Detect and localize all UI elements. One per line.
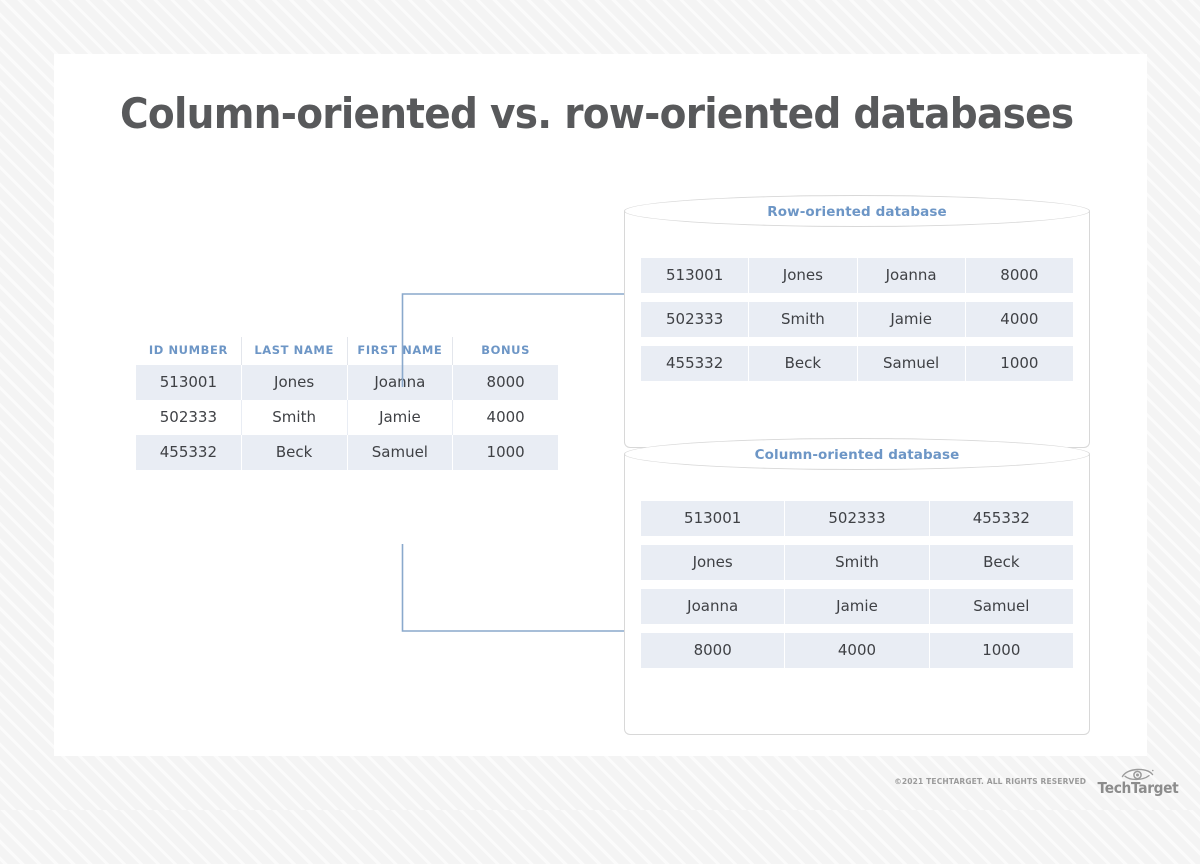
table-cell: 8000 (641, 633, 786, 668)
table-row: Joanna Jamie Samuel (641, 589, 1073, 624)
column-header-bonus: BONUS (481, 343, 531, 357)
source-table: ID NUMBER LAST NAME FIRST NAME BONUS 513… (136, 337, 558, 470)
cylinder-top-ellipse (624, 195, 1090, 227)
column-header-id-number: ID NUMBER (136, 337, 242, 365)
table-cell: Joanna (858, 258, 966, 293)
techtarget-logo: TechTarget (1094, 766, 1182, 796)
table-cell: Joanna (641, 589, 786, 624)
table-cell: 502333 (785, 501, 930, 536)
table-cell: 455332 (972, 509, 1030, 527)
table-cell: Jamie (858, 302, 966, 337)
techtarget-wordmark: TechTarget (1097, 779, 1179, 797)
table-row: 513001 502333 455332 (641, 501, 1073, 536)
source-table-header-row: ID NUMBER LAST NAME FIRST NAME BONUS (136, 337, 558, 365)
table-cell: 1000 (1000, 354, 1039, 372)
table-cell: 1000 (982, 641, 1021, 659)
table-row: 513001 Jones Joanna 8000 (136, 365, 558, 400)
table-row: 502333 Smith Jamie 4000 (641, 302, 1073, 337)
table-row: 455332 Beck Samuel 1000 (136, 435, 558, 470)
table-cell: Jamie (348, 400, 454, 435)
table-cell: 502333 (136, 400, 242, 435)
table-cell: Samuel (348, 435, 454, 470)
row-database-title: Row-oriented database (767, 204, 947, 220)
table-cell: Beck (983, 553, 1020, 571)
row-database-grid: 513001 Jones Joanna 8000 502333 Smith Ja… (641, 258, 1073, 381)
table-row: Jones Smith Beck (641, 545, 1073, 580)
table-row: 502333 Smith Jamie 4000 (136, 400, 558, 435)
table-cell: 455332 (641, 346, 750, 381)
table-cell: Samuel (973, 597, 1030, 615)
page-title: Column-oriented vs. row-oriented databas… (120, 89, 1074, 138)
cylinder-top-ellipse (624, 438, 1090, 470)
table-cell: Smith (242, 400, 348, 435)
column-header-last-name: LAST NAME (242, 337, 348, 365)
footer: ©2021 TECHTARGET. ALL RIGHTS RESERVED Te… (894, 766, 1182, 796)
table-cell: 513001 (641, 258, 750, 293)
table-cell: Joanna (348, 365, 454, 400)
table-cell: 8000 (486, 373, 525, 391)
table-row: 8000 4000 1000 (641, 633, 1073, 668)
table-cell: 513001 (136, 365, 242, 400)
slide-card: Column-oriented vs. row-oriented databas… (54, 54, 1147, 756)
copyright-text: ©2021 TECHTARGET. ALL RIGHTS RESERVED (894, 776, 1087, 786)
column-database-title: Column-oriented database (754, 447, 960, 463)
table-cell: Beck (242, 435, 348, 470)
eye-icon (1121, 768, 1154, 781)
table-cell: 4000 (1000, 310, 1039, 328)
columns-to-column-database-arrow (401, 544, 657, 636)
table-cell: Jamie (785, 589, 930, 624)
table-cell: 455332 (136, 435, 242, 470)
table-cell: Jones (641, 545, 786, 580)
table-cell: Jones (242, 365, 348, 400)
table-cell: 4000 (486, 408, 525, 426)
table-row: 455332 Beck Samuel 1000 (641, 346, 1073, 381)
table-cell: Smith (785, 545, 930, 580)
table-cell: Jones (749, 258, 858, 293)
table-cell: 502333 (641, 302, 750, 337)
table-cell: Smith (749, 302, 858, 337)
table-cell: 8000 (1000, 266, 1039, 284)
table-row: 513001 Jones Joanna 8000 (641, 258, 1073, 293)
column-database-grid: 513001 502333 455332 Jones Smith Beck Jo… (641, 501, 1073, 668)
table-cell: 4000 (785, 633, 930, 668)
column-header-first-name: FIRST NAME (348, 337, 454, 365)
table-cell: 513001 (641, 501, 786, 536)
table-cell: Beck (749, 346, 858, 381)
table-cell: Samuel (858, 346, 966, 381)
table-cell: 1000 (486, 443, 525, 461)
row-oriented-database-cylinder: Row-oriented database 513001 Jones Joann… (624, 195, 1090, 448)
column-oriented-database-cylinder: Column-oriented database 513001 502333 4… (624, 438, 1090, 735)
